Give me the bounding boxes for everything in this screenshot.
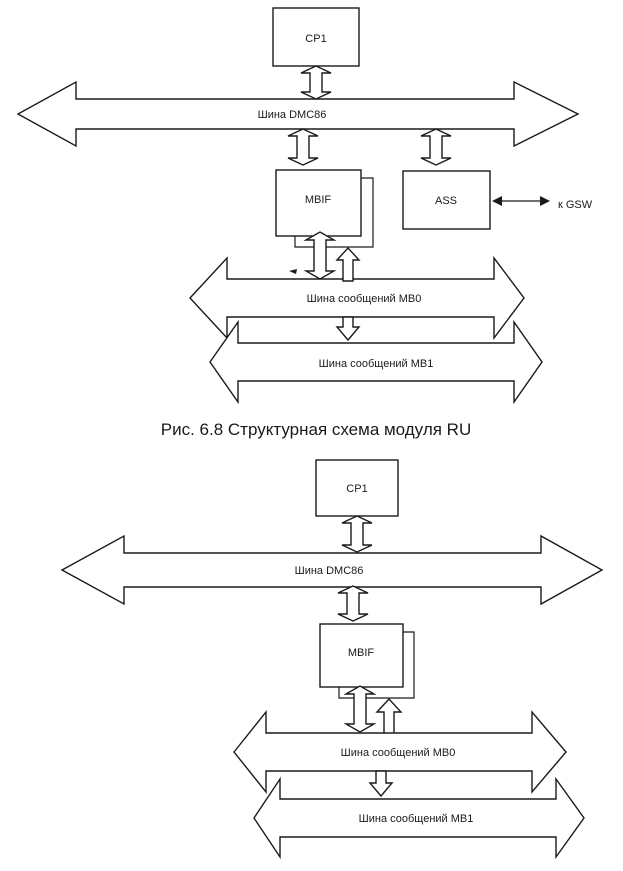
mb0-mbif-up-arrow (335, 246, 361, 282)
small-mark (289, 269, 297, 274)
mbif-mb0-double-arrow (303, 231, 337, 280)
dmc-mbif-double-arrow-2 (337, 585, 369, 622)
mb1-bus-label: Шина сообщений MB1 (319, 358, 434, 370)
mb0-mb1-down-arrow (335, 316, 361, 342)
cp1-dmc-double-arrow-2 (341, 515, 373, 553)
figure-1-structure-ru: CP1 Шина DMC86 MBIF ASS к GSW Шина сообщ… (16, 7, 593, 439)
ass-gsw-arrowhead-right (540, 196, 550, 206)
mb1-bus-2 (253, 776, 585, 860)
ass-block (402, 170, 491, 230)
dmc86-bus-label-2: Шина DMC86 (295, 565, 364, 577)
mbif-mb0-double-arrow-2 (343, 685, 377, 733)
mb0-mbif-up-arrow-2 (375, 697, 403, 735)
mb0-bus-label-2: Шина сообщений MB0 (341, 747, 456, 759)
mb0-bus (189, 255, 525, 341)
mb0-bus-2 (233, 710, 567, 794)
dmc-mbif-double-arrow (287, 128, 319, 166)
cp1-label-2: CP1 (346, 483, 367, 495)
mb0-bus-label: Шина сообщений MB0 (307, 293, 422, 305)
mb1-bus (209, 319, 543, 405)
cp1-block (272, 7, 360, 67)
mbif-block-shadow-2 (338, 631, 415, 699)
dmc-ass-double-arrow (420, 128, 452, 166)
dmc86-bus-label: Шина DMC86 (258, 109, 327, 121)
cp1-label: CP1 (305, 33, 326, 45)
figure-2-structure: CP1 Шина DMC86 MBIF Шина сообщений MB0 Ш… (60, 459, 604, 860)
mbif-block-2 (319, 623, 404, 688)
ass-label: ASS (435, 195, 457, 207)
cp1-block-2 (315, 459, 399, 517)
gsw-label: к GSW (558, 199, 593, 211)
mb0-mb1-down-arrow-2 (368, 770, 394, 798)
mbif-block-shadow (294, 177, 374, 248)
mb1-bus-label-2: Шина сообщений MB1 (359, 813, 474, 825)
dmc86-bus-2 (60, 534, 604, 606)
ass-gsw-arrowhead-left (492, 196, 502, 206)
cp1-dmc-double-arrow (300, 65, 332, 100)
mbif-label-2: MBIF (348, 647, 375, 659)
dmc86-bus (16, 80, 580, 148)
figure-1-caption: Рис. 6.8 Структурная схема модуля RU (161, 420, 471, 439)
mbif-label: MBIF (305, 194, 332, 206)
mbif-block (275, 169, 362, 237)
